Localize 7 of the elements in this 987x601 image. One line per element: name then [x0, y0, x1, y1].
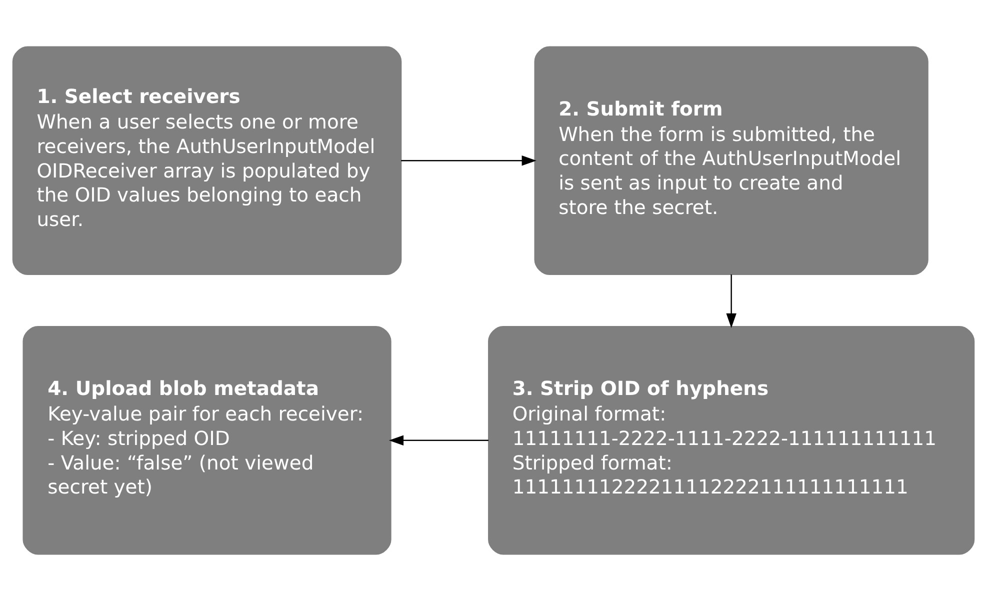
arrow [726, 274, 736, 328]
node-box: 4. Upload blob metadata Key-value pair for each receiver: - Key: stripped OID - Value: “false” (not viewed secret yet) [22, 326, 392, 555]
arrow [388, 435, 489, 446]
node-box: 2. Submit form When the form is submitted, the content of the AuthUserInputModel is sent as input to create and store the secret. [534, 46, 928, 275]
node-box: 1. Select receivers When a user selects one or more receivers, the AuthUserInputModel OIDReceiver array is populated by the OID values belonging to each user. [12, 46, 402, 275]
node-box: 3. Strip OID of hyphens Original format: 11111111-2222-1111-2222-111111111111 Stripped format: 11111111222211112222111111111111 [488, 326, 975, 555]
arrow [401, 156, 536, 166]
